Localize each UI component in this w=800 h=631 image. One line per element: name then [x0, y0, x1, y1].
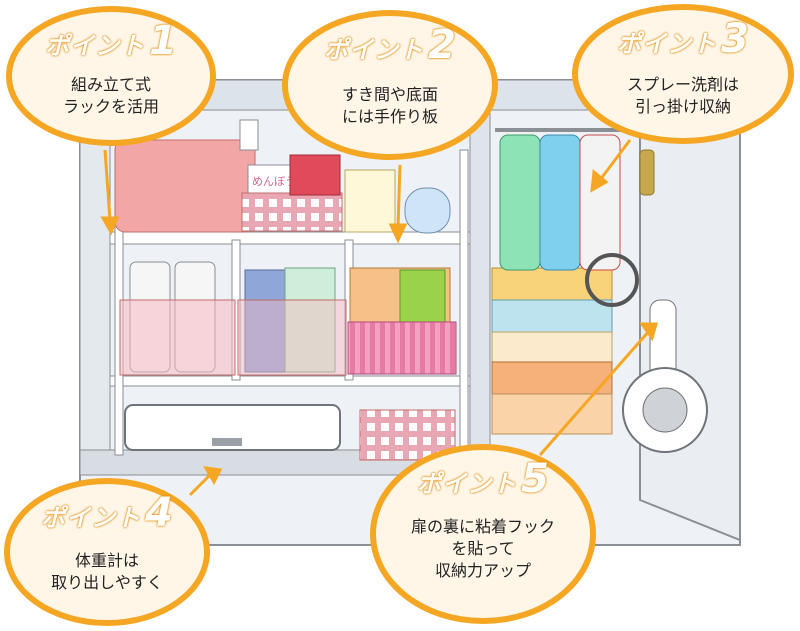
- cotton-swab-box-label: めんぼう: [252, 175, 296, 188]
- spray-bottle-red: [579, 134, 621, 271]
- mug-cup: [404, 187, 451, 234]
- pink-grid-basket-bottom: [359, 409, 456, 461]
- point-5-label: ポイント: [417, 470, 518, 498]
- red-cup-box: [289, 154, 341, 196]
- pink-striped-basket: [347, 321, 457, 375]
- point-1-label: ポイント: [45, 32, 146, 60]
- arrows: [100, 139, 658, 497]
- towel-cream: [491, 331, 613, 363]
- point-1-line-2: ラックを活用: [62, 97, 159, 116]
- scale-display: [212, 438, 242, 446]
- point-5-number: 5: [521, 456, 549, 502]
- towel-blue: [491, 299, 613, 333]
- hair-dryer-cord: [585, 253, 639, 307]
- towel-orange: [491, 361, 613, 395]
- point-4-line-2: 取り出しやすく: [51, 573, 163, 592]
- point-1-number: 1: [149, 18, 177, 64]
- point-3-number: 3: [721, 16, 749, 62]
- cabinet-divider: [469, 109, 491, 471]
- cans: [284, 267, 336, 373]
- point-1-line-1: 組み立て式: [70, 75, 151, 94]
- pink-tray-middle: [237, 299, 347, 376]
- pink-tray-left: [119, 299, 236, 376]
- point-4-number: 4: [145, 490, 173, 536]
- pink-bucket: [114, 139, 256, 233]
- point-5-line-1: 扉の裏に粘着フック: [410, 517, 555, 536]
- tissue-roll: [344, 169, 396, 233]
- point-3-line-1: スプレー洗剤は: [626, 75, 739, 94]
- green-pouch: [399, 269, 446, 326]
- point-4-label: ポイント: [41, 504, 142, 532]
- spray-bottle-green: [499, 134, 541, 271]
- point-3-line-2: 引っ掛け収納: [634, 97, 731, 116]
- point-2-number: 2: [428, 22, 456, 68]
- point-5-line-2: を貼って: [451, 539, 515, 558]
- sponge-bottle: [239, 119, 259, 151]
- spray-bottle-blue: [539, 134, 581, 271]
- hair-dryer-vent: [642, 387, 688, 433]
- towel-peach: [491, 393, 613, 435]
- point-3-label: ポイント: [617, 30, 718, 58]
- assembled-rack: [109, 149, 471, 456]
- point-3-text: スプレー洗剤は 引っ掛け収納: [578, 74, 788, 118]
- point-2-label: ポイント: [324, 36, 425, 64]
- point-5-line-3: 収納力アップ: [434, 561, 531, 580]
- point-4-line-1: 体重計は: [74, 551, 139, 570]
- pink-grid-basket-top: [241, 192, 343, 232]
- point-5-text: 扉の裏に粘着フック を貼って 収納力アップ: [376, 516, 590, 582]
- point-2-text: すき間や底面 には手作り板: [288, 84, 492, 128]
- blue-tube-box: [244, 269, 286, 373]
- point-2-line-2: には手作り板: [341, 107, 438, 126]
- point-4-text: 体重計は 取り出しやすく: [10, 550, 204, 594]
- point-2-line-1: すき間や底面: [341, 85, 438, 104]
- point-1-text: 組み立て式 ラックを活用: [12, 74, 210, 118]
- door-handle: [639, 149, 655, 196]
- bathroom-scale: [124, 404, 341, 451]
